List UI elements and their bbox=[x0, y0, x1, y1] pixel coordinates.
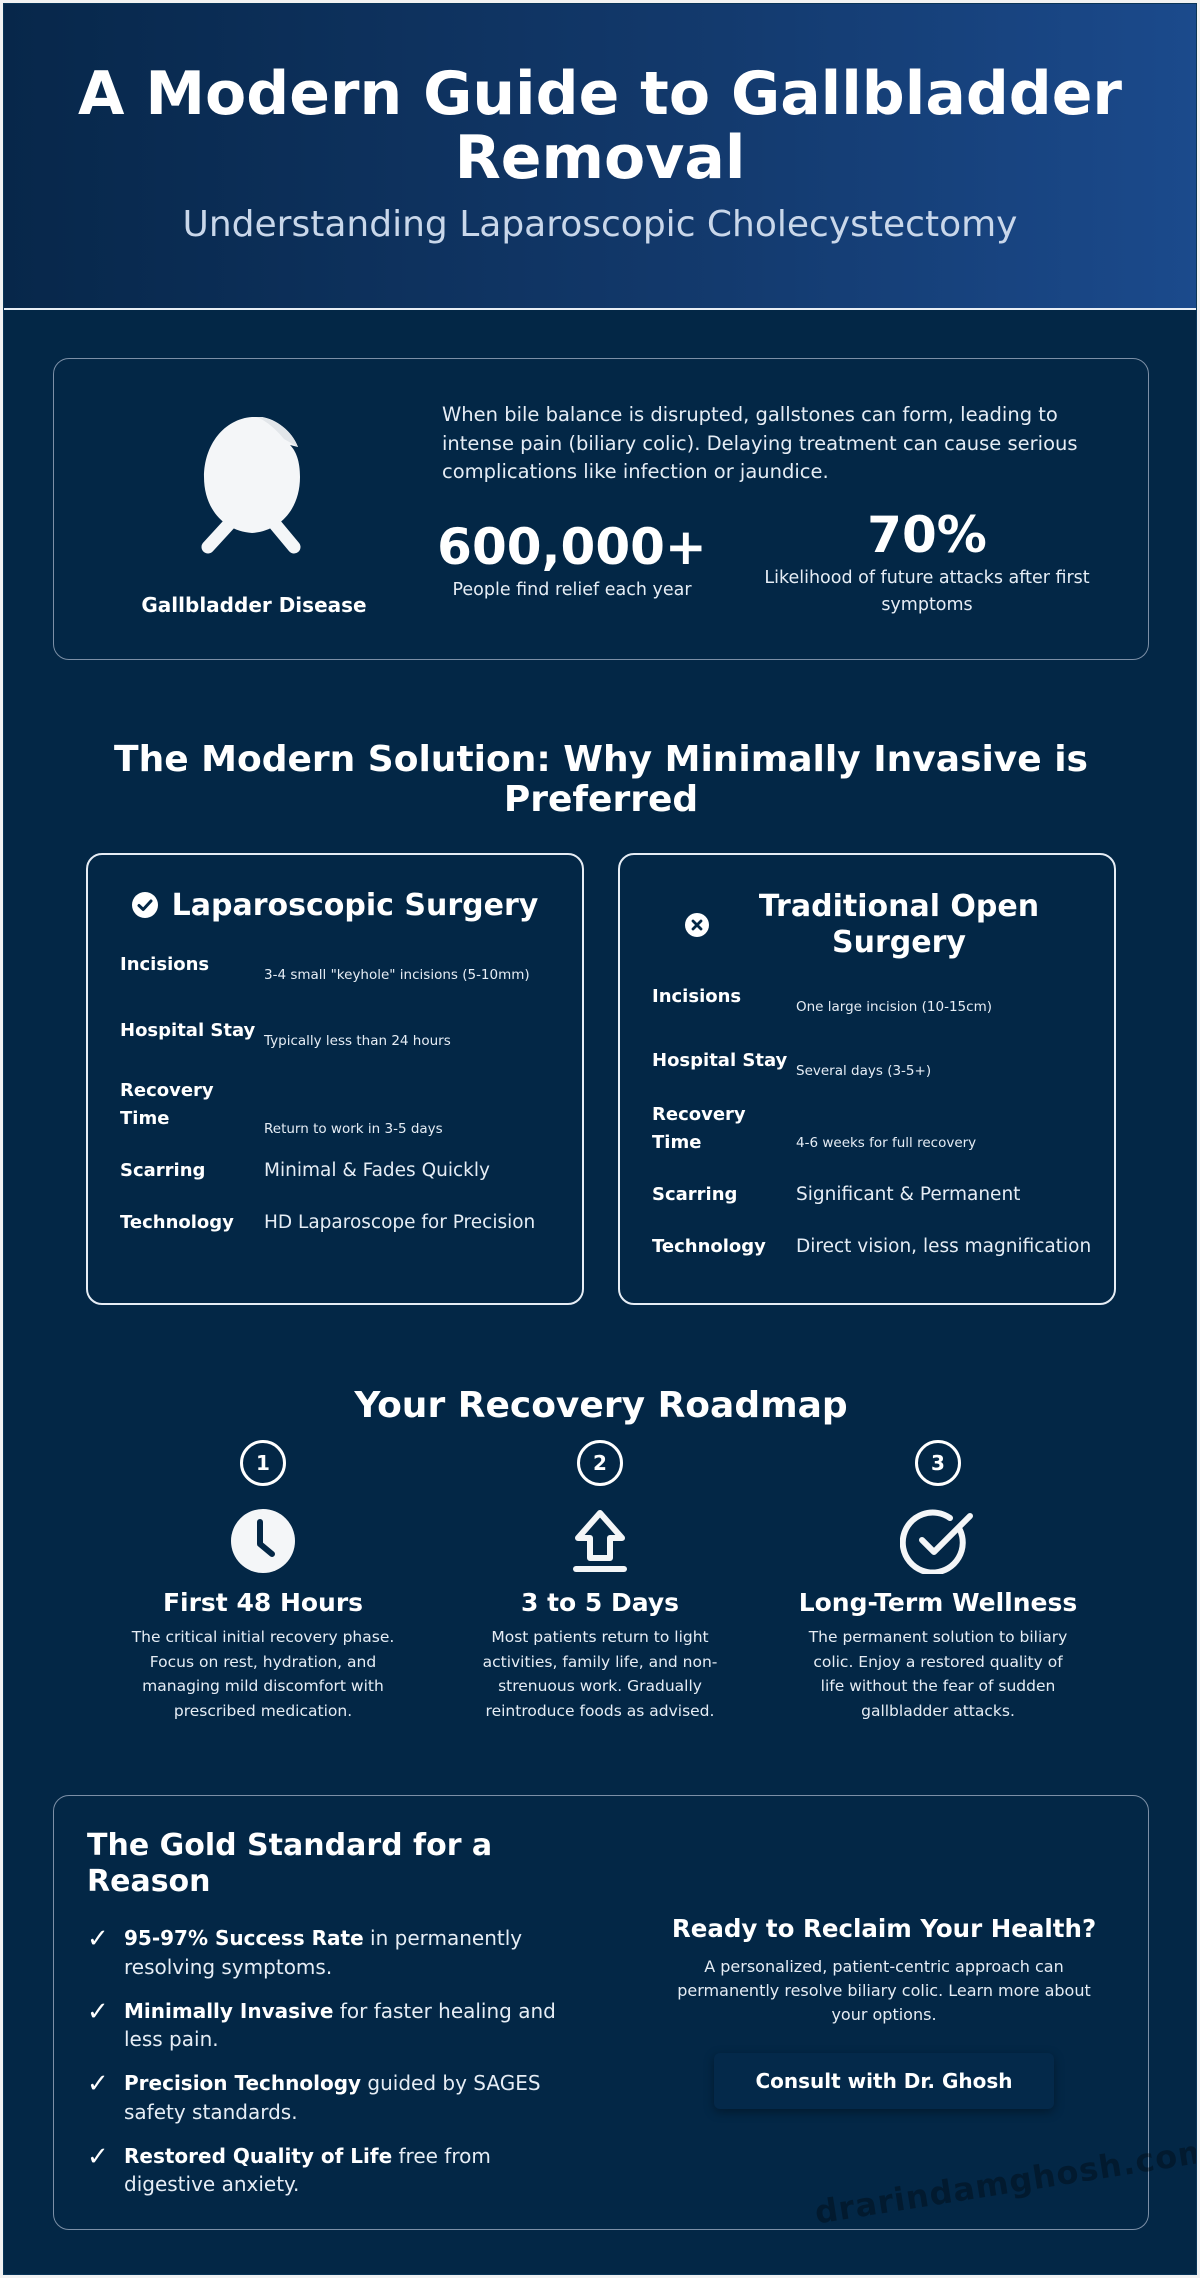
row-value: Several days (3-5+) bbox=[796, 1063, 932, 1079]
page: A Modern Guide to Gallbladder Removal Un… bbox=[3, 3, 1197, 2275]
stat-label: Likelihood of future attacks after first… bbox=[764, 568, 1090, 615]
row-key: Recovery Time bbox=[120, 1080, 214, 1129]
row-value: 4-6 weeks for full recovery bbox=[796, 1135, 977, 1151]
comparison-row: Recovery Time 4-6 weeks for full recover… bbox=[652, 1101, 1094, 1181]
row-value: Return to work in 3-5 days bbox=[264, 1121, 443, 1137]
roadmap-step: 3 Long-Term Wellness The permanent solut… bbox=[788, 1440, 1088, 1723]
laparoscopic-card: Laparoscopic Surgery Incisions 3-4 small… bbox=[86, 853, 584, 1305]
stat-value: 70% bbox=[867, 506, 987, 564]
checkmark-icon: ✓ bbox=[87, 1996, 109, 2027]
row-value: HD Laparoscope for Precision bbox=[264, 1212, 536, 1233]
benefit-text: in permanently resolving symptoms. bbox=[124, 1926, 523, 1979]
cta-panel: Ready to Reclaim Your Health? A personal… bbox=[654, 1914, 1114, 2109]
step-title: 3 to 5 Days bbox=[520, 1588, 680, 1617]
comparison-row: Hospital Stay Several days (3-5+) bbox=[652, 1047, 1094, 1101]
open-surgery-header: Traditional Open Surgery bbox=[620, 885, 1114, 965]
step-text: Most patients return to light activities… bbox=[482, 1628, 718, 1720]
hero-banner: A Modern Guide to Gallbladder Removal Un… bbox=[4, 4, 1196, 310]
page-subtitle: Understanding Laparoscopic Cholecystecto… bbox=[182, 204, 1018, 245]
row-value: Direct vision, less magnification bbox=[796, 1236, 1092, 1257]
benefit-highlight: Restored Quality of Life bbox=[124, 2143, 393, 2168]
comparison-row: Incisions One large incision (10-15cm) bbox=[652, 983, 1094, 1047]
step-number: 2 bbox=[577, 1440, 623, 1486]
gold-standard-card: The Gold Standard for a Reason ✓ 95-97% … bbox=[53, 1795, 1149, 2230]
laparoscopic-rows: Incisions 3-4 small "keyhole" incisions … bbox=[120, 951, 562, 1249]
gallbladder-label: Gallbladder Disease bbox=[141, 593, 367, 617]
row-key: Technology bbox=[120, 1212, 234, 1233]
cta-text: A personalized, patient-centric approach… bbox=[677, 1957, 1091, 2024]
benefit-text: for faster healing and less pain. bbox=[124, 1998, 556, 2052]
row-key: Scarring bbox=[120, 1160, 206, 1181]
disease-card: Gallbladder Disease When bile balance is… bbox=[53, 358, 1149, 660]
benefit-highlight: Precision Technology bbox=[124, 2071, 362, 2095]
open-surgery-rows: Incisions One large incision (10-15cm) H… bbox=[652, 983, 1094, 1273]
checkmark-icon: ✓ bbox=[87, 2141, 109, 2172]
benefit-highlight: 95-97% Success Rate bbox=[124, 1926, 364, 1950]
list-item: ✓ 95-97% Success Rate in permanently res… bbox=[87, 1924, 587, 1981]
stat-relief: 600,000+ People find relief each year bbox=[432, 519, 712, 604]
recovery-roadmap: 1 First 48 Hours The critical initial re… bbox=[4, 1440, 1196, 1750]
page-title: A Modern Guide to Gallbladder Removal bbox=[78, 59, 1122, 193]
row-value: Significant & Permanent bbox=[796, 1184, 1021, 1205]
row-key: Incisions bbox=[652, 986, 742, 1007]
gallbladder-figure: Gallbladder Disease bbox=[134, 409, 374, 639]
step-title: Long-Term Wellness bbox=[798, 1588, 1078, 1617]
laparoscopic-title: Laparoscopic Surgery bbox=[171, 887, 539, 923]
benefit-highlight: Minimally Invasive bbox=[124, 1998, 334, 2023]
benefit-text: guided by SAGES safety standards. bbox=[124, 2071, 541, 2124]
gallbladder-icon bbox=[201, 417, 301, 554]
row-key: Recovery Time bbox=[652, 1104, 746, 1153]
comparison-row: Incisions 3-4 small "keyhole" incisions … bbox=[120, 951, 562, 1017]
comparison-row: Technology Direct vision, less magnifica… bbox=[652, 1233, 1094, 1273]
disease-description: When bile balance is disrupted, gallston… bbox=[442, 403, 1078, 483]
row-value: Typically less than 24 hours bbox=[264, 1033, 451, 1049]
row-key: Technology bbox=[652, 1236, 766, 1257]
comparison-row: Hospital Stay Typically less than 24 hou… bbox=[120, 1017, 562, 1077]
step-number: 3 bbox=[915, 1440, 961, 1486]
list-item: ✓ Minimally Invasive for faster healing … bbox=[87, 1997, 587, 2054]
comparison-title: The Modern Solution: Why Minimally Invas… bbox=[114, 739, 1088, 820]
step-text: The critical initial recovery phase. Foc… bbox=[131, 1628, 395, 1720]
stat-attacks: 70% Likelihood of future attacks after f… bbox=[747, 507, 1107, 619]
benefits-list: ✓ 95-97% Success Rate in permanently res… bbox=[87, 1924, 587, 2214]
open-surgery-card: Traditional Open Surgery Incisions One l… bbox=[618, 853, 1116, 1305]
row-value: Minimal & Fades Quickly bbox=[264, 1160, 490, 1181]
arrow-up-icon bbox=[573, 1510, 627, 1572]
consult-button[interactable]: Consult with Dr. Ghosh bbox=[714, 2053, 1054, 2109]
roadmap-step: 1 First 48 Hours The critical initial re… bbox=[113, 1440, 413, 1723]
list-item: ✓ Restored Quality of Life free from dig… bbox=[87, 2142, 587, 2199]
cta-title: Ready to Reclaim Your Health? bbox=[671, 1914, 1097, 1943]
list-item: ✓ Precision Technology guided by SAGES s… bbox=[87, 2069, 587, 2126]
open-surgery-title: Traditional Open Surgery bbox=[758, 889, 1040, 960]
checkmark-icon: ✓ bbox=[87, 1924, 109, 1954]
step-title: First 48 Hours bbox=[162, 1588, 364, 1617]
comparison-row: Scarring Minimal & Fades Quickly bbox=[120, 1157, 562, 1209]
stat-label: People find relief each year bbox=[452, 580, 692, 600]
roadmap-step: 2 3 to 5 Days Most patients return to li… bbox=[450, 1440, 750, 1723]
benefit-text: free from digestive anxiety. bbox=[124, 2143, 491, 2197]
laparoscopic-header: Laparoscopic Surgery bbox=[88, 885, 582, 925]
row-key: Incisions bbox=[120, 954, 210, 975]
row-key: Hospital Stay bbox=[120, 1020, 256, 1041]
row-value: One large incision (10-15cm) bbox=[796, 999, 992, 1015]
check-circle-icon bbox=[900, 1509, 973, 1574]
comparison-row: Recovery Time Return to work in 3-5 days bbox=[120, 1077, 562, 1157]
check-circle-icon bbox=[131, 892, 158, 918]
step-text: The permanent solution to biliary colic.… bbox=[808, 1628, 1068, 1720]
comparison-row: Technology HD Laparoscope for Precision bbox=[120, 1209, 562, 1249]
step-number: 1 bbox=[240, 1440, 286, 1486]
checkmark-icon: ✓ bbox=[87, 2069, 109, 2099]
comparison-row: Scarring Significant & Permanent bbox=[652, 1181, 1094, 1233]
row-value: 3-4 small "keyhole" incisions (5-10mm) bbox=[264, 967, 530, 983]
stat-value: 600,000+ bbox=[437, 518, 707, 576]
roadmap-title: Your Recovery Roadmap bbox=[354, 1385, 848, 1426]
clock-icon bbox=[231, 1509, 295, 1573]
row-key: Scarring bbox=[652, 1184, 738, 1205]
row-key: Hospital Stay bbox=[652, 1050, 788, 1071]
x-circle-icon bbox=[685, 913, 709, 937]
gold-title: The Gold Standard for a Reason bbox=[87, 1828, 493, 1899]
